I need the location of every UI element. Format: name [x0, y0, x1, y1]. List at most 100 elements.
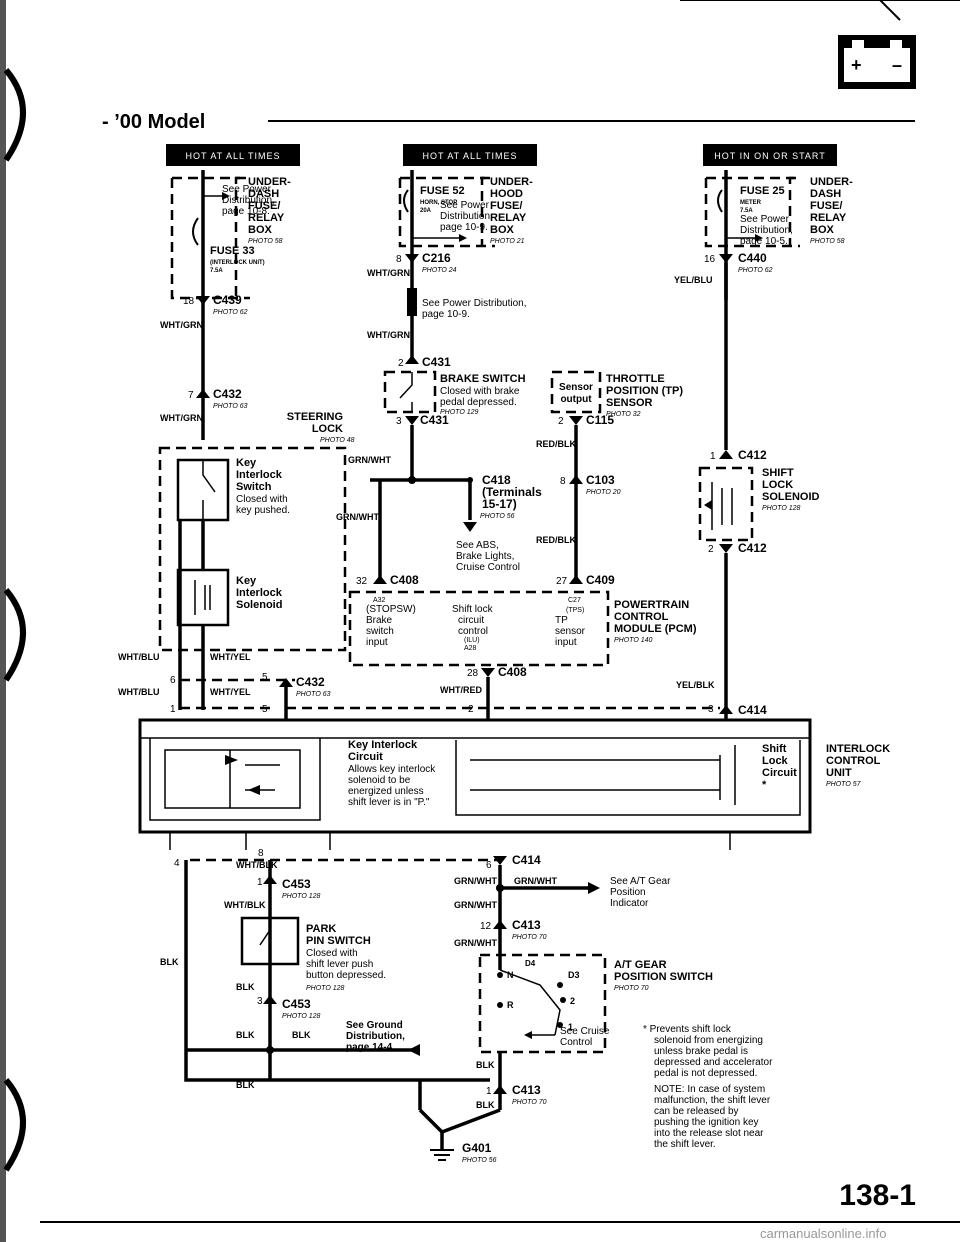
svg-text:HOT IN ON OR START: HOT IN ON OR START: [714, 151, 826, 161]
connector-c439: [196, 296, 210, 305]
svg-text:C453: C453: [282, 997, 311, 1011]
svg-text:PHOTO 128: PHOTO 128: [282, 1013, 320, 1020]
svg-text:3: 3: [257, 996, 263, 1007]
svg-text:the shift lever.: the shift lever.: [654, 1139, 716, 1150]
svg-text:TP: TP: [555, 615, 568, 626]
svg-text:20A: 20A: [420, 208, 432, 214]
svg-text:pushing the ignition key: pushing the ignition key: [654, 1117, 759, 1128]
svg-text:unless brake pedal is: unless brake pedal is: [654, 1046, 748, 1057]
svg-text:UNDER-: UNDER-: [810, 176, 853, 188]
gear-position-switch: D4 N D3 R 2 1 See Cruise Control A/T GEA…: [478, 953, 713, 1054]
svg-text:5: 5: [262, 704, 268, 715]
svg-text:PHOTO 140: PHOTO 140: [614, 637, 652, 644]
svg-text:NOTE: In case of system: NOTE: In case of system: [654, 1084, 765, 1095]
svg-text:1: 1: [568, 1022, 573, 1032]
svg-text:POSITION SWITCH: POSITION SWITCH: [614, 971, 713, 983]
svg-text:1: 1: [170, 704, 176, 715]
svg-text:sensor: sensor: [555, 626, 586, 637]
svg-text:PHOTO 70: PHOTO 70: [512, 934, 547, 941]
hot-badge: HOT IN ON OR START: [703, 144, 837, 166]
svg-text:N: N: [507, 970, 514, 980]
binding-hole: [3, 1078, 26, 1172]
svg-text:Brake: Brake: [366, 615, 393, 626]
svg-text:PHOTO 57: PHOTO 57: [826, 781, 862, 788]
svg-text:3: 3: [708, 704, 714, 715]
svg-text:POSITION (TP): POSITION (TP): [606, 385, 683, 397]
hot-badge: HOT AT ALL TIMES: [403, 144, 537, 166]
svg-text:C413: C413: [512, 1083, 541, 1097]
fuse-box-2: FUSE 52 HORN, STOP 20A See Power Distrib…: [398, 170, 533, 300]
svg-text:2: 2: [708, 544, 714, 555]
brake-switch: BRAKE SWITCH Closed with brake pedal dep…: [383, 370, 526, 416]
svg-text:C27: C27: [568, 597, 581, 604]
svg-text:HOT AT ALL TIMES: HOT AT ALL TIMES: [422, 151, 517, 161]
svg-text:UNIT: UNIT: [826, 767, 852, 779]
svg-text:PIN SWITCH: PIN SWITCH: [306, 935, 371, 947]
svg-text:PHOTO 56: PHOTO 56: [480, 513, 515, 520]
svg-text:energized unless: energized unless: [348, 786, 424, 797]
svg-text:A28: A28: [464, 645, 477, 652]
svg-text:+: +: [851, 55, 862, 75]
svg-text:PARK: PARK: [306, 923, 336, 935]
svg-text:PHOTO 24: PHOTO 24: [422, 267, 457, 274]
svg-text:27: 27: [556, 576, 568, 587]
svg-text:(TPS): (TPS): [566, 607, 584, 614]
svg-text:FUSE/: FUSE/: [490, 200, 522, 212]
svg-text:METER: METER: [740, 200, 762, 206]
svg-text:YEL/BLK: YEL/BLK: [676, 680, 715, 690]
svg-text:UNDER-: UNDER-: [248, 176, 291, 188]
svg-text:Shift lock: Shift lock: [452, 604, 494, 615]
svg-text:D4: D4: [525, 959, 536, 968]
svg-text:15-17): 15-17): [482, 497, 517, 511]
svg-text:32: 32: [356, 576, 368, 587]
svg-text:INTERLOCK: INTERLOCK: [826, 743, 890, 755]
svg-text:FUSE 52: FUSE 52: [420, 185, 465, 197]
svg-text:* Prevents shift lock: * Prevents shift lock: [643, 1024, 732, 1035]
svg-text:1: 1: [486, 1086, 492, 1097]
svg-text:PHOTO 58: PHOTO 58: [810, 238, 845, 245]
svg-text:Distribution,: Distribution,: [740, 225, 793, 236]
svg-text:1: 1: [257, 877, 263, 888]
svg-text:6: 6: [170, 675, 176, 686]
svg-text:PHOTO 70: PHOTO 70: [512, 1099, 547, 1106]
svg-text:Key: Key: [236, 575, 257, 587]
svg-text:Distribution,: Distribution,: [222, 195, 275, 206]
svg-text:6: 6: [486, 860, 492, 871]
svg-text:SENSOR: SENSOR: [606, 397, 653, 409]
svg-text:*: *: [762, 779, 767, 791]
svg-text:into the release slot near: into the release slot near: [654, 1128, 764, 1139]
svg-text:C413: C413: [512, 918, 541, 932]
svg-text:CONTROL: CONTROL: [614, 611, 669, 623]
svg-text:Sensor: Sensor: [559, 382, 593, 393]
svg-text:GRN/WHT: GRN/WHT: [454, 900, 497, 910]
svg-text:C103: C103: [586, 473, 615, 487]
svg-text:C408: C408: [390, 573, 419, 587]
svg-text:Solenoid: Solenoid: [236, 599, 282, 611]
connector-c216: [405, 254, 419, 263]
svg-text:PHOTO 63: PHOTO 63: [296, 691, 331, 698]
svg-text:C409: C409: [586, 573, 615, 587]
svg-text:YEL/BLU: YEL/BLU: [674, 275, 713, 285]
svg-text:CONTROL: CONTROL: [826, 755, 881, 767]
svg-text:THROTTLE: THROTTLE: [606, 373, 665, 385]
svg-text:PHOTO 70: PHOTO 70: [614, 985, 649, 992]
svg-text:depressed and accelerator: depressed and accelerator: [654, 1057, 773, 1068]
svg-text:BRAKE SWITCH: BRAKE SWITCH: [440, 373, 526, 385]
svg-text:page 10-8.: page 10-8.: [222, 206, 270, 217]
fuse-box-3: FUSE 25 METER 7.5A See Power Distributio…: [704, 170, 853, 300]
svg-text:LOCK: LOCK: [762, 479, 793, 491]
svg-text:BOX: BOX: [810, 224, 835, 236]
svg-text:Distribution,: Distribution,: [440, 211, 493, 222]
svg-text:FUSE/: FUSE/: [248, 200, 280, 212]
binding-hole: [3, 588, 26, 682]
svg-text:RED/BLK: RED/BLK: [536, 535, 576, 545]
svg-text:DASH: DASH: [810, 188, 841, 200]
svg-text:Shift: Shift: [762, 743, 787, 755]
svg-text:Interlock: Interlock: [236, 587, 283, 599]
svg-text:LOCK: LOCK: [312, 423, 343, 435]
svg-text:BOX: BOX: [490, 224, 515, 236]
fuse-box-1: FUSE 33 (INTERLOCK UNIT) 7.5A See Power …: [170, 170, 291, 300]
svg-text:HOOD: HOOD: [490, 188, 523, 200]
svg-text:BLK: BLK: [236, 1080, 255, 1090]
battery-icon: + –: [838, 35, 916, 89]
